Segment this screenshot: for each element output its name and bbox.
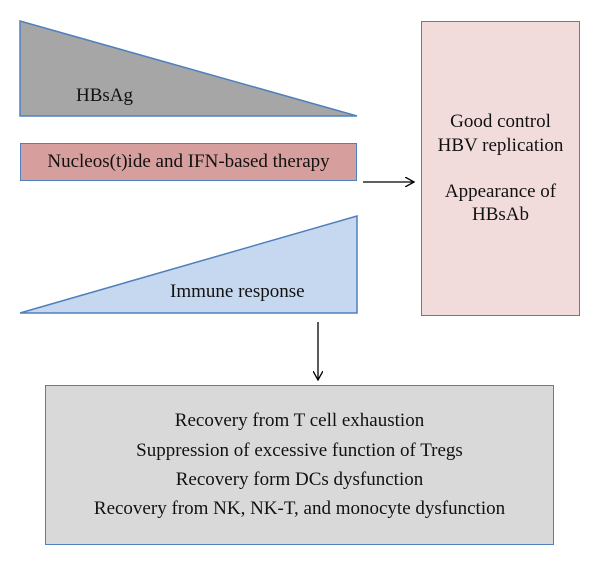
recovery-item: Recovery form DCs dysfunction [175,469,424,490]
outcome-line: HBV replication [437,134,564,156]
hbsag-wedge [19,20,358,117]
therapy-label: Nucleos(t)ide and IFN-based therapy [47,151,330,172]
immune-response-label: Immune response [170,281,305,302]
hbsag-label: HBsAg [76,85,134,106]
outcome-line: HBsAb [471,204,529,226]
recovery-item: Recovery from NK, NK-T, and monocyte dys… [93,498,506,520]
outcome-line: Good control [450,111,551,132]
immune-response-wedge [19,215,358,314]
recovery-item: Recovery from T cell exhaustion [174,410,425,432]
recovery-item: Suppression of excessive function of Tre… [136,439,463,461]
therapy-box: Nucleos(t)ide and IFN-based therapy [20,143,357,181]
outcome-box: Good control HBV replication Appearance … [421,21,580,316]
outcome-line: Appearance of [444,180,557,202]
recovery-box: Recovery from T cell exhaustion Suppress… [45,385,554,545]
